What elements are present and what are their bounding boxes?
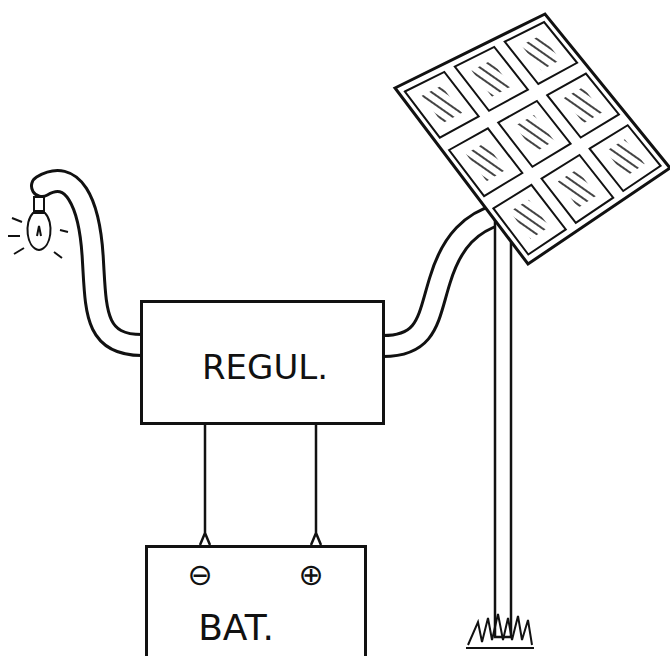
cell-hatching [466, 143, 506, 182]
solar-cell [505, 22, 577, 84]
cell-hatching [521, 35, 561, 70]
solar-cell [547, 74, 619, 138]
battery-wire [200, 425, 210, 545]
lamp [8, 197, 68, 258]
cell-hatching [422, 86, 462, 123]
panel-cable [383, 214, 500, 346]
pole [495, 205, 511, 637]
solar-panel [395, 14, 670, 264]
plus-terminal: ⊕ [298, 560, 323, 590]
solar-cell [590, 125, 661, 191]
cell-hatching [558, 170, 597, 208]
wire-line [311, 425, 321, 545]
cell-hatching [472, 61, 512, 97]
regulator-label: REGUL. [202, 350, 328, 384]
minus-terminal: ⊖ [187, 560, 212, 590]
cell-hatching [606, 139, 645, 176]
lamp-cable [42, 181, 142, 345]
wire-line [200, 425, 210, 545]
regulator-box: REGUL. [140, 300, 385, 425]
battery-label: BAT. [198, 610, 274, 646]
battery-wire [311, 425, 321, 545]
cell-hatching [515, 115, 555, 152]
battery-box: ⊖ ⊕ BAT. [145, 545, 367, 656]
cell-hatching [564, 87, 603, 123]
grass [466, 614, 534, 648]
cell-hatching [510, 200, 550, 239]
